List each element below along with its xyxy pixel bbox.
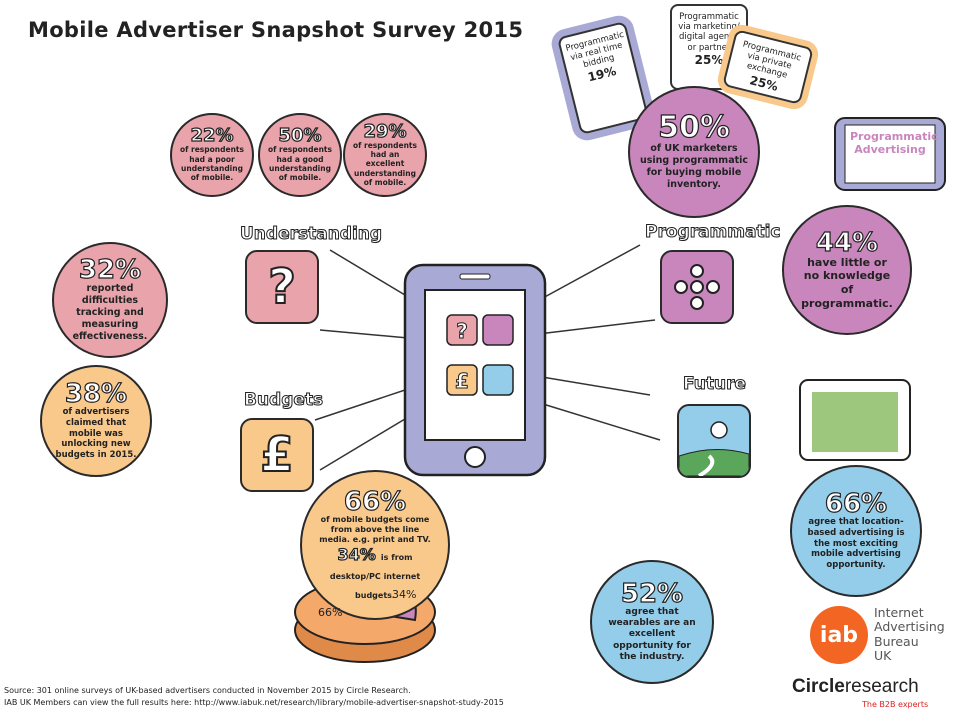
stat-pct: 52% (620, 578, 684, 609)
stat-text: of advertisers claimed that mobile was u… (55, 407, 137, 460)
stat-pct: 22% (190, 125, 234, 147)
stat-pct: 38% (64, 379, 128, 410)
stat-location-based: 66%agree that location-based advertising… (790, 465, 922, 597)
stat-text: of UK marketers using programmatic for b… (639, 143, 749, 190)
stat-text: of mobile budgets come from above the li… (319, 514, 431, 544)
results-link-note[interactable]: IAB UK Members can view the full results… (4, 698, 504, 707)
stat-programmatic-use: 50%of UK marketers using programmatic fo… (628, 86, 760, 218)
pie-label-66: 66% (318, 606, 343, 619)
iab-name-line: Advertising (874, 619, 945, 635)
sign-agency: Programmatic via marketing/ digital agen… (670, 4, 748, 90)
iab-name-line: UK (874, 648, 892, 664)
stat-wearables: 52%agree that wearables are an excellent… (590, 560, 714, 684)
circle-research-logo: Circleresearch (792, 676, 919, 698)
stat-text: of respondents had an excellent understa… (353, 140, 417, 188)
stat-pct: 44% (815, 227, 879, 258)
stat-pct: 29% (363, 120, 407, 142)
stat-text: of respondents had a good understanding … (268, 145, 332, 183)
stat-text: have little or no knowledge of programma… (801, 255, 893, 310)
pound-sign-icon: £ (240, 418, 314, 492)
stat-excellent-understanding: 29%of respondents had an excellent under… (343, 113, 427, 197)
stat-text: reported difficulties tracking and measu… (72, 283, 148, 342)
future-label: Future (682, 374, 747, 395)
stat-pct: 50% (278, 125, 322, 147)
stat-pct: 50% (657, 110, 730, 146)
stat-pct-2: 34% (337, 544, 377, 564)
stat-text: of respondents had a poor understanding … (180, 145, 244, 183)
sign-pct: 25% (694, 52, 724, 67)
landscape-sun-icon (677, 404, 751, 478)
map-illustration (799, 379, 911, 461)
iab-name-line: Bureau (874, 633, 919, 649)
source-note: Source: 301 online surveys of UK-based a… (4, 686, 411, 695)
svg-text:£: £ (455, 369, 469, 393)
stat-new-budgets: 38%of advertisers claimed that mobile wa… (40, 365, 152, 477)
stat-budget-sources: 66% of mobile budgets come from above th… (300, 470, 450, 620)
stat-text-2: is from desktop/PC internet budgets. (329, 552, 421, 600)
circle-research-tagline: The B2B experts (862, 700, 929, 709)
page-title: Mobile Advertiser Snapshot Survey 2015 (28, 18, 524, 42)
stat-text: agree that wearables are an excellent op… (608, 606, 696, 662)
banner-tablet-illustration (834, 117, 946, 191)
question-mark-icon: ? (245, 250, 319, 324)
programmatic-label: Programmatic (644, 222, 781, 243)
iab-name-line: Internet (874, 605, 924, 620)
stat-text: agree that location-based advertising is… (807, 517, 905, 570)
logo-circle: Circle (792, 676, 845, 697)
stat-programmatic-knowledge: 44%have little or no knowledge of progra… (782, 205, 912, 335)
logo-research: research (844, 676, 919, 697)
sign-text: Programmatic via marketing/ digital agen… (678, 12, 740, 53)
budgets-label: Budgets (243, 390, 324, 411)
programmatic-banner: Programmatic Advertising (850, 130, 938, 156)
network-icon (660, 250, 734, 324)
stat-pct: 32% (78, 255, 142, 286)
stat-poor-understanding: 22%of respondents had a poor understandi… (170, 113, 254, 197)
understanding-label: Understanding (239, 224, 383, 245)
stat-pct: 66% (824, 489, 888, 520)
stat-good-understanding: 50%of respondents had a good understandi… (258, 113, 342, 197)
svg-text:?: ? (456, 319, 468, 343)
stat-tracking: 32%reported difficulties tracking and me… (52, 242, 168, 358)
stat-pct: 66% (343, 486, 407, 517)
sign-text: Programmatic via real time bidding (564, 29, 626, 71)
iab-logo: iab (810, 606, 868, 664)
phone-illustration: ? £ (403, 263, 547, 477)
pie-label-34: 34% (392, 588, 417, 601)
